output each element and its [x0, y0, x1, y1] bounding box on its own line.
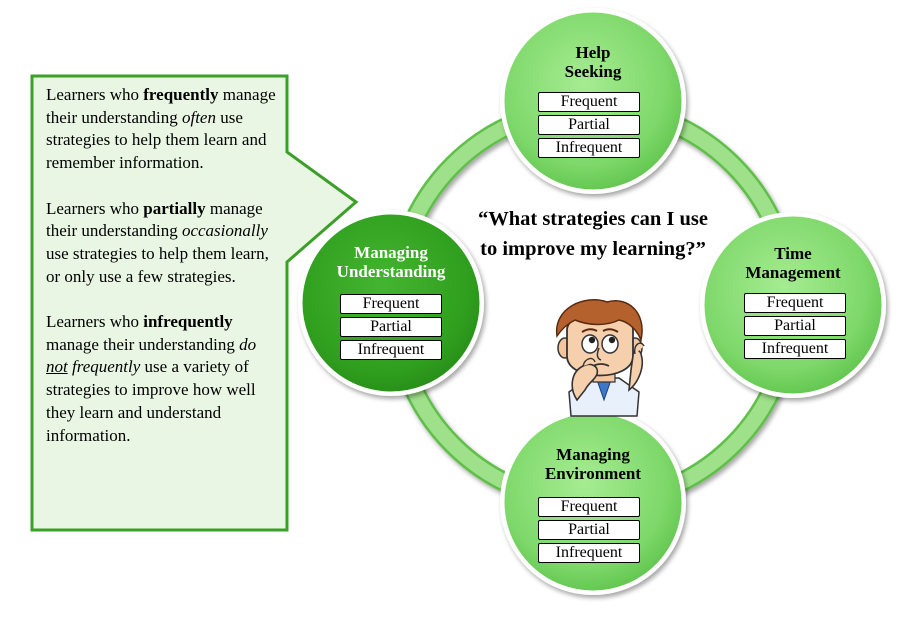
callout-paragraph-frequent: Learners who frequently manage their und…	[46, 85, 276, 173]
callout-paragraph-infrequent: Learners who infrequently manage their u…	[46, 312, 257, 445]
managing-environment-infrequent-option[interactable]: Infrequent	[538, 543, 640, 563]
callout-paragraph-partial: Learners who partially manage their unde…	[46, 198, 269, 286]
managing-understanding-infrequent-option[interactable]: Infrequent	[340, 340, 442, 360]
managing-environment-frequent-option[interactable]: Frequent	[538, 497, 640, 517]
help-seeking-partial-option[interactable]: Partial	[538, 115, 640, 135]
callout-box	[30, 74, 359, 532]
callout-text: Learners who frequently manage their und…	[46, 84, 278, 447]
central-question: “What strategies can I use to improve my…	[477, 208, 709, 260]
managing-environment-partial-option[interactable]: Partial	[538, 520, 640, 540]
time-management-partial-option[interactable]: Partial	[744, 316, 846, 336]
time-management-frequent-option[interactable]: Frequent	[744, 293, 846, 313]
help-seeking-frequent-option[interactable]: Frequent	[538, 92, 640, 112]
managing-understanding-frequent-option[interactable]: Frequent	[340, 294, 442, 314]
time-management-infrequent-option[interactable]: Infrequent	[744, 339, 846, 359]
thinking-person-illustration	[556, 299, 645, 417]
managing-understanding-partial-option[interactable]: Partial	[340, 317, 442, 337]
help-seeking-infrequent-option[interactable]: Infrequent	[538, 138, 640, 158]
